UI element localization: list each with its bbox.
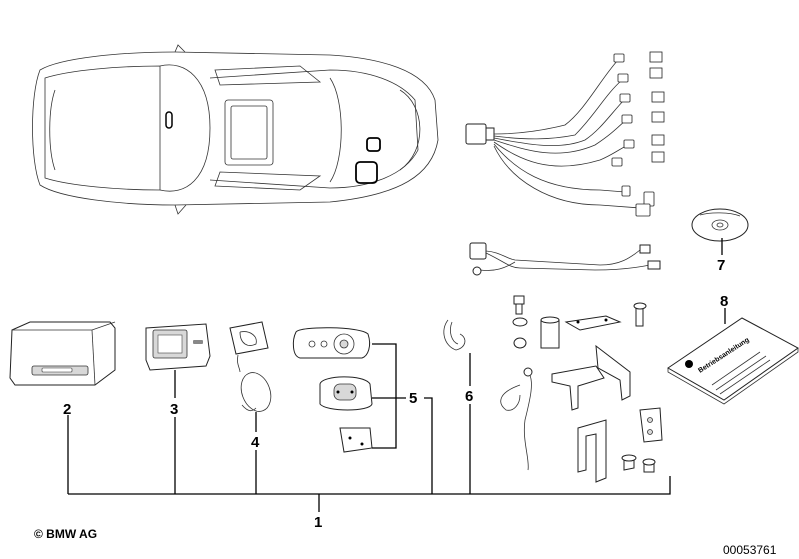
remote-control-and-holders	[292, 327, 373, 453]
callout-8: 8	[720, 293, 728, 310]
callout-2: 2	[63, 401, 71, 418]
on-board-monitor-display	[145, 323, 211, 371]
callout-4: 4	[251, 434, 260, 451]
callout-3: 3	[170, 401, 178, 418]
copyright-label: © BMW AG	[34, 527, 97, 541]
callout-6: 6	[465, 388, 473, 405]
wiring-harness	[465, 51, 665, 276]
callout-7: 7	[717, 257, 725, 274]
navigation-computer-unit	[9, 321, 116, 386]
mounting-brackets-and-screws	[443, 295, 663, 483]
callout-5: 5	[409, 390, 417, 407]
callout-1: 1	[314, 514, 322, 531]
owners-manual-booklet: Betriebsanleitung	[667, 317, 799, 405]
drawing-number: 00053761	[723, 543, 777, 557]
navigation-cd	[691, 208, 749, 242]
callout-leader-lines	[67, 238, 726, 512]
gps-antenna	[229, 321, 272, 412]
car-top-view	[32, 44, 439, 215]
